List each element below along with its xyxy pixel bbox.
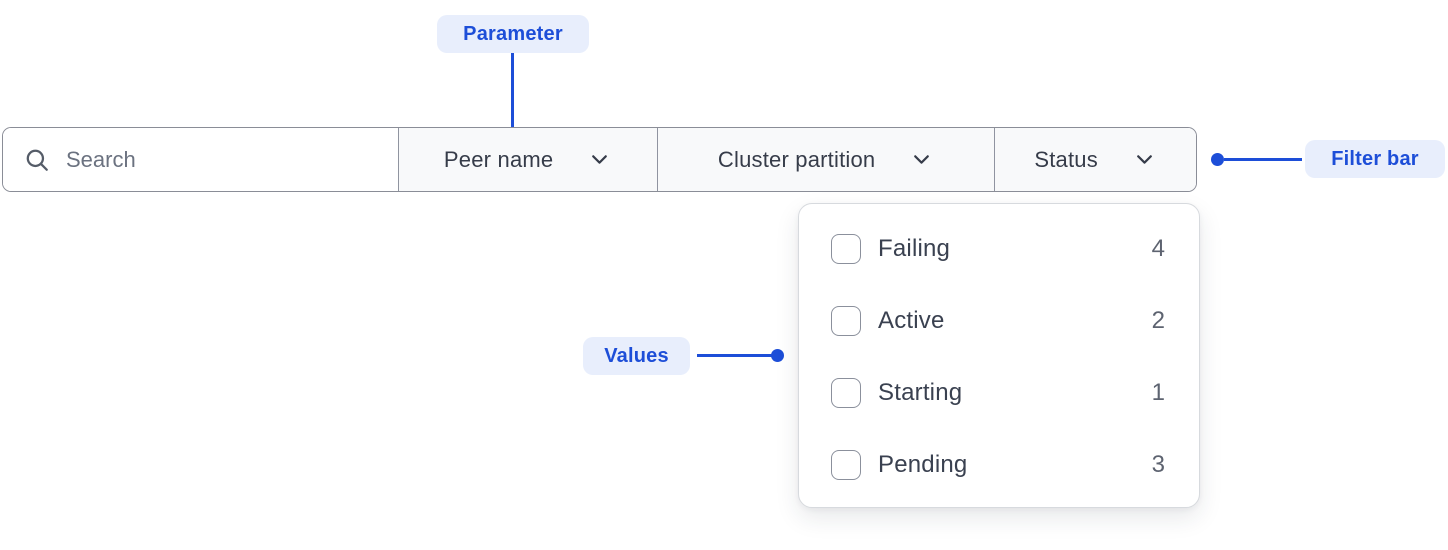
- values-callout-label: Values: [583, 337, 690, 375]
- search-field[interactable]: [3, 128, 399, 191]
- status-option-failing[interactable]: Failing 4: [799, 213, 1199, 285]
- peer-name-dropdown-label: Peer name: [443, 146, 554, 172]
- status-option-starting[interactable]: Starting 1: [799, 357, 1199, 429]
- values-connector-dot: [771, 349, 784, 362]
- chevron-down-icon: [592, 155, 608, 164]
- status-option-active[interactable]: Active 2: [799, 285, 1199, 357]
- status-dropdown[interactable]: Status: [994, 128, 1196, 191]
- filter-bar-callout-label: Filter bar: [1305, 140, 1445, 178]
- values-connector-line: [697, 354, 772, 357]
- status-dropdown-label: Status: [1034, 146, 1098, 172]
- parameter-connector-line: [511, 53, 514, 134]
- filter-bar-connector-line: [1224, 158, 1302, 161]
- status-option-label: Failing: [878, 235, 951, 262]
- checkbox-pending[interactable]: [831, 450, 861, 480]
- status-option-count: 4: [1151, 235, 1165, 262]
- checkbox-active[interactable]: [831, 306, 861, 336]
- status-option-count: 3: [1151, 451, 1165, 478]
- checkbox-failing[interactable]: [831, 234, 861, 264]
- status-option-label: Starting: [878, 379, 963, 406]
- search-input[interactable]: [66, 146, 366, 173]
- status-option-label: Active: [878, 307, 945, 334]
- parameter-callout-label: Parameter: [437, 15, 589, 53]
- checkbox-starting[interactable]: [831, 378, 861, 408]
- status-dropdown-panel: Failing 4 Active 2 Starting 1 Pending 3: [798, 203, 1200, 508]
- peer-name-dropdown[interactable]: Peer name: [398, 128, 657, 191]
- filter-bar: Peer name Cluster partition Status: [2, 127, 1197, 192]
- status-option-count: 2: [1151, 307, 1165, 334]
- cluster-partition-dropdown[interactable]: Cluster partition: [656, 128, 995, 191]
- chevron-down-icon: [914, 155, 930, 164]
- status-option-count: 1: [1151, 379, 1165, 406]
- filter-bar-connector-dot: [1211, 153, 1224, 166]
- chevron-down-icon: [1137, 155, 1152, 164]
- cluster-partition-dropdown-label: Cluster partition: [717, 146, 876, 172]
- status-option-pending[interactable]: Pending 3: [799, 429, 1199, 501]
- status-option-label: Pending: [878, 451, 968, 478]
- search-icon: [26, 149, 48, 171]
